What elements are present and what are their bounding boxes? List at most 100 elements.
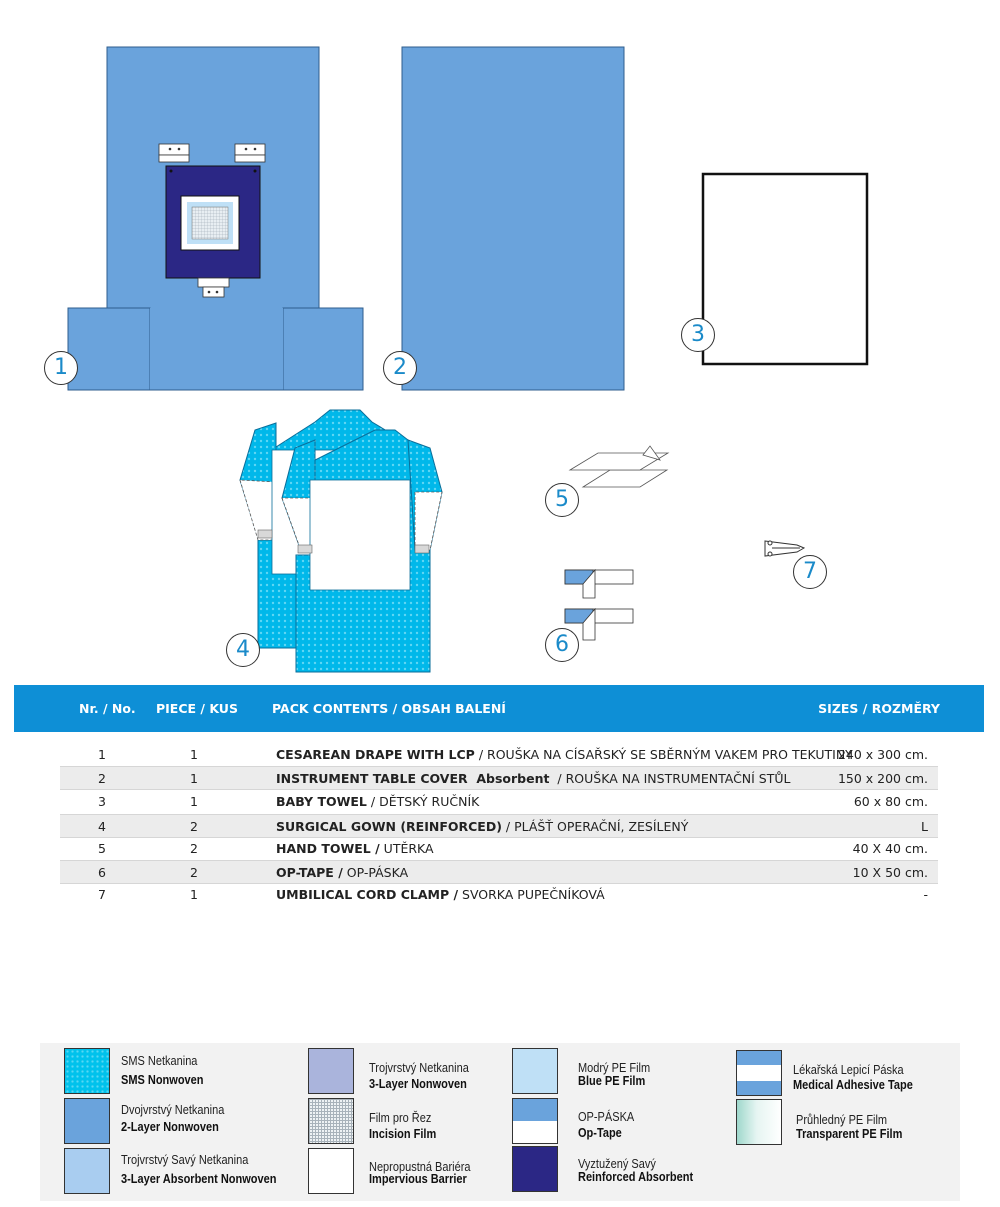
callout-6: 6 <box>545 628 579 662</box>
legend-label: Medical Adhesive Tape <box>793 1078 913 1092</box>
cell-contents: UMBILICAL CORD CLAMP / SVORKA PUPEČNÍKOV… <box>276 887 605 902</box>
legend-label: OP-PÁSKA <box>578 1110 635 1124</box>
legend-label: 3-Layer Nonwoven <box>369 1077 467 1091</box>
table-row: 4 2 SURGICAL GOWN (REINFORCED) / PLÁŠŤ O… <box>60 814 938 838</box>
swatch-3-layer-absorbent <box>64 1148 110 1194</box>
umbilical-clamp-drawing <box>764 540 806 557</box>
cell-contents: HAND TOWEL / UTĚRKA <box>276 841 434 856</box>
table-row: 3 1 BABY TOWEL / DĚTSKÝ RUČNÍK 60 x 80 c… <box>60 790 938 812</box>
cell-contents: INSTRUMENT TABLE COVER Absorbent / ROUŠK… <box>276 771 791 786</box>
cell-size: 60 x 80 cm. <box>853 794 928 809</box>
cell-size: 150 x 200 cm. <box>837 771 928 786</box>
cell-piece: 1 <box>190 794 198 809</box>
legend-label: Dvojvrstvý Netkanina <box>121 1103 225 1117</box>
table-row: 7 1 UMBILICAL CORD CLAMP / SVORKA PUPEČN… <box>60 883 938 905</box>
cell-nr: 7 <box>98 887 106 902</box>
header-contents: PACK CONTENTS / OBSAH BALENÍ <box>272 701 506 716</box>
cell-contents: OP-TAPE / OP-PÁSKA <box>276 865 408 880</box>
legend-label: SMS Netkanina <box>121 1054 198 1068</box>
material-legend: SMS Netkanina SMS Nonwoven Dvojvrstvý Ne… <box>40 1043 960 1201</box>
item-name: SURGICAL GOWN (REINFORCED) <box>276 819 502 834</box>
op-tape-drawing <box>564 568 634 641</box>
item-desc: OP-PÁSKA <box>346 865 409 880</box>
surgical-gown-drawing <box>239 409 443 673</box>
legend-label: Průhledný PE Film <box>796 1113 888 1127</box>
swatch-sms <box>64 1048 110 1094</box>
legend-label: Trojvrstvý Savý Netkanina <box>121 1153 249 1167</box>
cell-contents: SURGICAL GOWN (REINFORCED) / PLÁŠŤ OPERA… <box>276 819 689 834</box>
swatch-incision-film <box>308 1098 354 1144</box>
table-row: 2 1 INSTRUMENT TABLE COVER Absorbent / R… <box>60 766 938 790</box>
item-name: HAND TOWEL / <box>276 841 380 856</box>
table-row: 5 2 HAND TOWEL / UTĚRKA 40 X 40 cm. <box>60 837 938 859</box>
baby-towel-drawing <box>701 172 869 366</box>
legend-label: Vyztužený Savý <box>578 1157 656 1171</box>
legend-label: Incision Film <box>369 1127 437 1141</box>
cell-nr: 6 <box>98 865 106 880</box>
legend-label: Film pro Řez <box>369 1111 432 1125</box>
table-row: 6 2 OP-TAPE / OP-PÁSKA 10 X 50 cm. <box>60 860 938 884</box>
cell-size: 10 X 50 cm. <box>852 865 928 880</box>
swatch-impervious-barrier <box>308 1148 354 1194</box>
swatch-op-tape <box>512 1098 558 1144</box>
cell-size: 40 X 40 cm. <box>852 841 928 856</box>
cell-nr: 3 <box>98 794 106 809</box>
cell-piece: 2 <box>190 819 198 834</box>
item-name: BABY TOWEL <box>276 794 367 809</box>
header-piece: PIECE / KUS <box>156 701 238 716</box>
legend-label: Nepropustná Bariéra <box>369 1160 471 1174</box>
pack-illustration <box>67 46 869 673</box>
callout-3: 3 <box>681 318 715 352</box>
item-name: OP-TAPE / <box>276 865 343 880</box>
cell-piece: 1 <box>190 747 198 762</box>
cell-contents: BABY TOWEL / DĚTSKÝ RUČNÍK <box>276 794 480 809</box>
swatch-3-layer <box>308 1048 354 1094</box>
legend-label: SMS Nonwoven <box>121 1073 204 1087</box>
legend-label: Reinforced Absorbent <box>578 1170 694 1184</box>
hand-towel-drawing <box>568 445 670 488</box>
cell-piece: 1 <box>190 887 198 902</box>
swatch-2-layer <box>64 1098 110 1144</box>
cesarean-drape-drawing <box>67 46 364 391</box>
legend-label: Op-Tape <box>578 1126 622 1140</box>
item-desc: DĚTSKÝ RUČNÍK <box>379 794 480 809</box>
cell-size: L <box>921 819 928 834</box>
header-nr: Nr. / No. <box>79 701 136 716</box>
callout-7: 7 <box>793 555 827 589</box>
cell-size: 240 x 300 cm. <box>837 747 928 762</box>
callout-1: 1 <box>44 351 78 385</box>
cell-nr: 4 <box>98 819 106 834</box>
legend-label: Blue PE Film <box>578 1074 646 1088</box>
legend-label: Transparent PE Film <box>796 1127 903 1141</box>
item-desc: UTĚRKA <box>383 841 434 856</box>
swatch-transparent-pe-film <box>736 1099 782 1145</box>
item-desc: SVORKA PUPEČNÍKOVÁ <box>462 887 605 902</box>
item-desc: PLÁŠŤ OPERAČNÍ, ZESÍLENÝ <box>514 819 689 834</box>
swatch-reinforced-absorbent <box>512 1146 558 1192</box>
item-desc: ROUŠKA NA CÍSAŘSKÝ SE SBĚRNÝM VAKEM PRO … <box>487 747 853 762</box>
item-name: CESAREAN DRAPE WITH LCP <box>276 747 475 762</box>
swatch-blue-pe-film <box>512 1048 558 1094</box>
callout-5: 5 <box>545 483 579 517</box>
cell-nr: 1 <box>98 747 106 762</box>
cell-nr: 2 <box>98 771 106 786</box>
cell-size: - <box>923 887 928 902</box>
table-header: Nr. / No. PIECE / KUS PACK CONTENTS / OB… <box>14 685 984 732</box>
legend-label: 3-Layer Absorbent Nonwoven <box>121 1172 277 1186</box>
callout-4: 4 <box>226 633 260 667</box>
cell-piece: 1 <box>190 771 198 786</box>
item-name: INSTRUMENT TABLE COVER Absorbent <box>276 771 550 786</box>
cell-contents: CESAREAN DRAPE WITH LCP / ROUŠKA NA CÍSA… <box>276 747 853 762</box>
legend-label: Modrý PE Film <box>578 1061 651 1075</box>
swatch-medical-adhesive-tape <box>736 1050 782 1096</box>
callout-2: 2 <box>383 351 417 385</box>
item-desc: ROUŠKA NA INSTRUMENTAČNÍ STŮL <box>565 771 791 786</box>
cell-piece: 2 <box>190 865 198 880</box>
header-sizes: SIZES / ROZMĚRY <box>818 701 940 716</box>
instrument-table-cover-drawing <box>401 46 625 391</box>
legend-label: Lékařská Lepicí Páska <box>793 1063 904 1077</box>
table-row: 1 1 CESAREAN DRAPE WITH LCP / ROUŠKA NA … <box>60 743 938 765</box>
legend-label: Trojvrstvý Netkanina <box>369 1061 469 1075</box>
cell-nr: 5 <box>98 841 106 856</box>
legend-label: 2-Layer Nonwoven <box>121 1120 219 1134</box>
